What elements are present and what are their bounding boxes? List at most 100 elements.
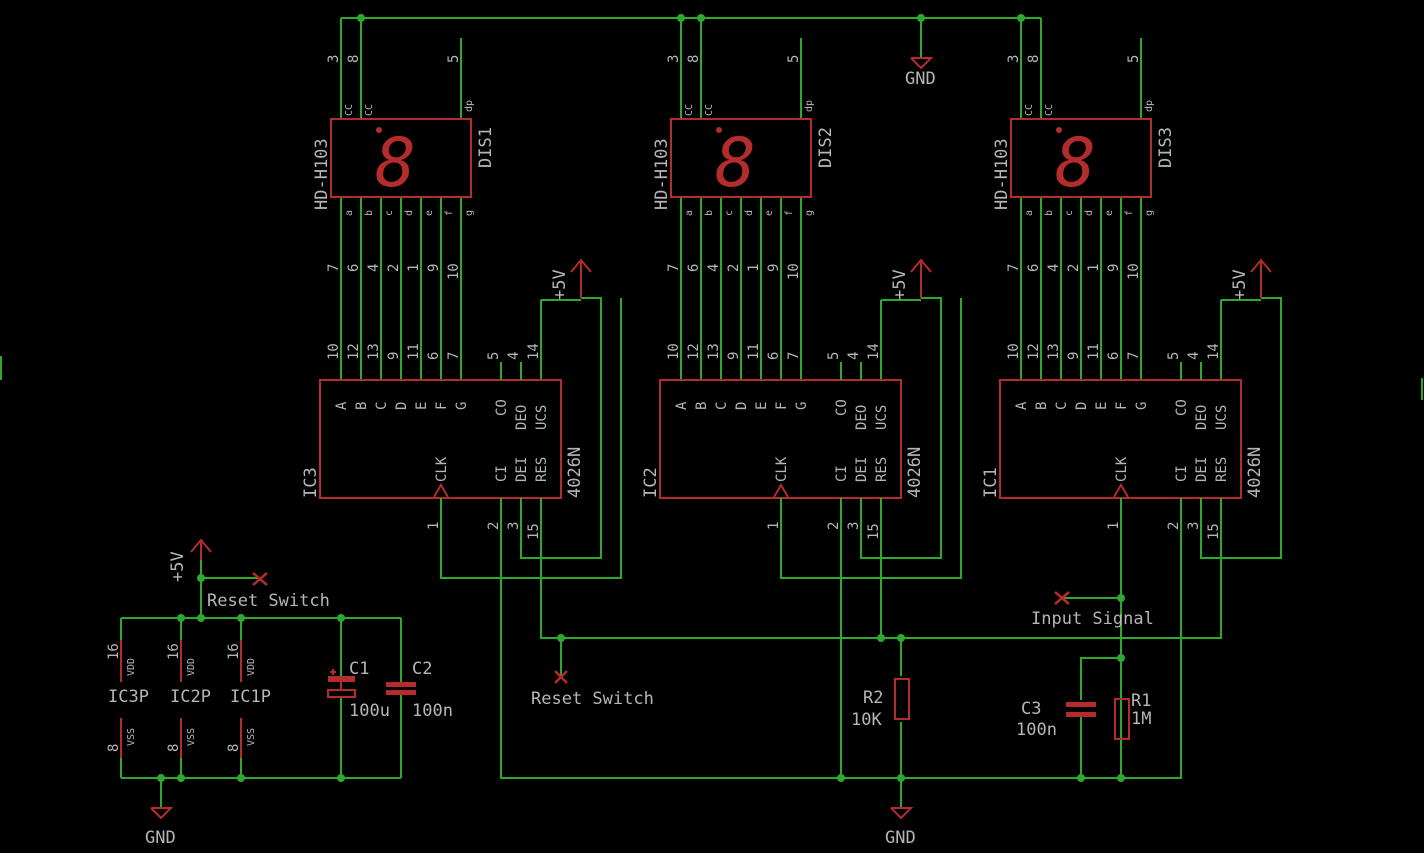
- input-signal: Input Signal: [1031, 591, 1154, 629]
- svg-text:9: 9: [1066, 352, 1082, 360]
- svg-text:DEO: DEO: [1194, 405, 1210, 430]
- svg-text:DEO: DEO: [514, 405, 530, 430]
- svg-text:4: 4: [706, 264, 722, 272]
- svg-text:e: e: [1104, 210, 1115, 216]
- svg-text:b: b: [704, 210, 715, 216]
- svg-text:9: 9: [426, 264, 442, 272]
- svg-text:DEI: DEI: [1194, 457, 1210, 482]
- svg-text:CI: CI: [1174, 465, 1190, 482]
- svg-text:dp: dp: [804, 100, 815, 112]
- svg-text:Reset Switch: Reset Switch: [207, 591, 330, 611]
- display-dis3: 8 HD-H103 DIS3 3 8 5 CC CC dp a b c d e …: [992, 18, 1176, 380]
- svg-text:5: 5: [1126, 55, 1142, 63]
- svg-text:d: d: [1084, 210, 1095, 216]
- svg-text:16: 16: [106, 643, 122, 660]
- svg-text:9: 9: [766, 264, 782, 272]
- part-value: 4026N: [1245, 447, 1265, 498]
- svg-text:8: 8: [346, 55, 362, 63]
- counter-ic1: 10 12 13 9 11 6 7 5 4 14 A B C D E F G C…: [981, 343, 1265, 540]
- svg-text:6: 6: [346, 264, 362, 272]
- svg-text:Reset Switch: Reset Switch: [531, 689, 654, 709]
- svg-text:e: e: [424, 210, 435, 216]
- svg-text:7: 7: [666, 264, 682, 272]
- capacitor-c1: C1 100u: [327, 659, 390, 721]
- svg-text:R2: R2: [863, 688, 883, 708]
- svg-text:12: 12: [686, 343, 702, 360]
- digit-glyph: 8: [375, 124, 416, 203]
- part-name: DIS1: [476, 127, 496, 168]
- part-value: 4026N: [905, 447, 925, 498]
- svg-text:4: 4: [846, 352, 862, 360]
- svg-text:8: 8: [226, 744, 242, 752]
- svg-text:CO: CO: [834, 399, 850, 416]
- svg-text:2: 2: [486, 522, 502, 530]
- svg-text:5: 5: [446, 55, 462, 63]
- svg-text:3: 3: [1186, 522, 1202, 530]
- svg-text:RES: RES: [1214, 457, 1230, 482]
- svg-text:b: b: [364, 210, 375, 216]
- svg-text:C: C: [714, 402, 730, 410]
- svg-text:6: 6: [426, 352, 442, 360]
- svg-text:RES: RES: [534, 457, 550, 482]
- svg-text:1: 1: [1086, 264, 1102, 272]
- svg-text:14: 14: [526, 343, 542, 360]
- svg-text:+5V: +5V: [168, 551, 188, 582]
- svg-text:6: 6: [1026, 264, 1042, 272]
- part-name: IC2: [641, 467, 661, 498]
- svg-text:14: 14: [866, 343, 882, 360]
- svg-text:+5V: +5V: [1230, 269, 1250, 300]
- svg-text:UCS: UCS: [534, 405, 550, 430]
- svg-text:2: 2: [1066, 264, 1082, 272]
- reset-switch-top: Reset Switch: [207, 572, 330, 611]
- part-name: DIS3: [1156, 127, 1176, 168]
- svg-text:C: C: [1054, 402, 1070, 410]
- svg-text:CC: CC: [364, 104, 375, 116]
- svg-text:8: 8: [1026, 55, 1042, 63]
- svg-text:f: f: [1124, 210, 1135, 216]
- svg-text:6: 6: [686, 264, 702, 272]
- svg-text:7: 7: [446, 352, 462, 360]
- part-value: HD-H103: [992, 138, 1012, 210]
- svg-text:10: 10: [666, 343, 682, 360]
- svg-text:A: A: [1014, 401, 1030, 410]
- svg-text:4: 4: [366, 264, 382, 272]
- svg-text:11: 11: [1086, 343, 1102, 360]
- ground-r2: GND: [885, 807, 916, 848]
- svg-text:13: 13: [366, 343, 382, 360]
- reset-switch-bottom: Reset Switch: [531, 670, 654, 709]
- svg-text:B: B: [354, 402, 370, 410]
- svg-text:10: 10: [1006, 343, 1022, 360]
- svg-text:CC: CC: [344, 104, 355, 116]
- svg-text:9: 9: [386, 352, 402, 360]
- part-value: 4026N: [565, 447, 585, 498]
- svg-text:A: A: [334, 401, 350, 410]
- digit-glyph: 8: [1055, 124, 1096, 203]
- svg-text:e: e: [764, 210, 775, 216]
- svg-text:IC2P: IC2P: [170, 687, 211, 707]
- svg-text:5: 5: [486, 352, 502, 360]
- svg-text:d: d: [404, 210, 415, 216]
- svg-text:7: 7: [1126, 352, 1142, 360]
- svg-text:CC: CC: [684, 104, 695, 116]
- svg-text:a: a: [344, 210, 355, 216]
- svg-text:10: 10: [326, 343, 342, 360]
- svg-text:6: 6: [766, 352, 782, 360]
- svg-text:g: g: [804, 210, 815, 216]
- svg-text:VDD: VDD: [126, 658, 137, 676]
- svg-text:CLK: CLK: [774, 456, 790, 482]
- svg-text:VDD: VDD: [246, 658, 257, 676]
- svg-text:10: 10: [446, 263, 462, 280]
- counter-ic2: 10 12 13 9 11 6 7 5 4 14 A B C D E F G C…: [641, 343, 925, 540]
- svg-text:dp: dp: [464, 100, 475, 112]
- resistor-r1: R1 1M: [1114, 691, 1151, 740]
- svg-text:4: 4: [1186, 352, 1202, 360]
- svg-text:8: 8: [106, 744, 122, 752]
- svg-text:d: d: [744, 210, 755, 216]
- svg-text:IC1P: IC1P: [230, 687, 271, 707]
- svg-text:2: 2: [726, 264, 742, 272]
- svg-text:A: A: [674, 401, 690, 410]
- svg-text:15: 15: [866, 523, 882, 540]
- svg-text:3: 3: [326, 55, 342, 63]
- svg-text:VSS: VSS: [186, 728, 197, 746]
- part-name: DIS2: [816, 127, 836, 168]
